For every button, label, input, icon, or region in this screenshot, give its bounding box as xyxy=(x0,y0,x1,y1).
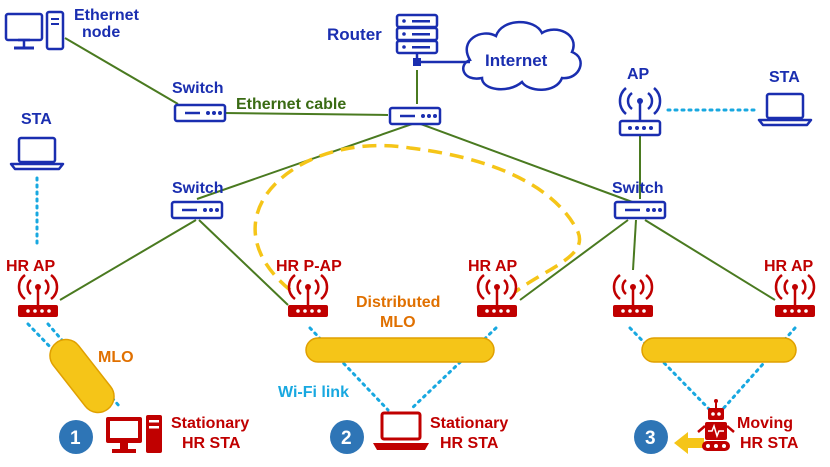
badge-1-number: 1 xyxy=(70,428,81,449)
switch-top-label: Switch xyxy=(172,80,224,97)
internet-label: Internet xyxy=(485,51,548,70)
laptop-sta-left-icon xyxy=(9,136,65,171)
sta-left-label: STA xyxy=(21,111,52,128)
central-switch-icon xyxy=(388,106,442,126)
badge-2-number: 2 xyxy=(341,428,352,449)
hr-ap-mid-icon xyxy=(475,273,519,319)
ethernet-cables xyxy=(59,37,776,306)
hr-ap-right-icon xyxy=(773,273,817,319)
hr-p-ap-icon xyxy=(286,273,330,319)
mlo-left-ellipse xyxy=(49,338,115,414)
switch-right-icon xyxy=(613,200,667,220)
wifi-link-label: Wi-Fi link xyxy=(278,384,349,401)
sta2-label-2: HR STA xyxy=(440,435,499,452)
hr-ap-left-icon xyxy=(16,273,60,319)
movement-arrow-icon xyxy=(674,432,704,454)
hr-ap-mid-label: HR AP xyxy=(468,258,518,275)
switch-mid-icon xyxy=(170,200,224,220)
distributed-mlo-bar xyxy=(305,337,495,363)
ethernet-node-label-1: Ethernet xyxy=(74,7,140,24)
hr-ap-left-label: HR AP xyxy=(6,258,56,275)
distributed-mlo-label-2: MLO xyxy=(380,314,416,331)
distributed-mlo-label-1: Distributed xyxy=(356,294,440,311)
hr-ap-right-unlabeled-icon xyxy=(611,273,655,319)
distributed-mlo-dashed-loop xyxy=(253,143,582,294)
hr-p-ap-label: HR P-AP xyxy=(276,258,342,275)
sta1-label-2: HR STA xyxy=(182,435,241,452)
sta2-label-1: Stationary xyxy=(430,415,508,432)
sta-right-label: STA xyxy=(769,69,800,86)
sta3-label-1: Moving xyxy=(737,415,793,432)
ap-label: AP xyxy=(627,66,650,83)
hr-desktop-computer-icon xyxy=(106,415,162,453)
badge-1 xyxy=(59,420,93,454)
mlo-label: MLO xyxy=(98,349,134,366)
hr-ap-right-label: HR AP xyxy=(764,258,814,275)
hr-robot-icon xyxy=(697,399,735,451)
ap-icon xyxy=(618,86,662,137)
ethernet-node-label-2: node xyxy=(82,24,120,41)
sta1-label-1: Stationary xyxy=(171,415,249,432)
desktop-computer-icon xyxy=(4,10,65,51)
internet-cloud: Internet xyxy=(462,20,582,91)
badge-3 xyxy=(634,420,668,454)
router-label: Router xyxy=(327,25,382,44)
switch-mid-label: Switch xyxy=(172,180,224,197)
switch-right-label: Switch xyxy=(612,180,664,197)
wifi-links xyxy=(26,108,797,412)
laptop-sta-right-icon xyxy=(757,92,813,127)
hr-laptop-icon xyxy=(373,411,429,450)
sta3-label-2: HR STA xyxy=(740,435,799,452)
router-icon xyxy=(395,13,439,66)
moving-mlo-bar xyxy=(641,337,797,363)
badge-3-number: 3 xyxy=(645,428,656,449)
badge-2 xyxy=(330,420,364,454)
ethernet-cable-label: Ethernet cable xyxy=(236,96,346,113)
switch-top-icon xyxy=(173,103,227,123)
